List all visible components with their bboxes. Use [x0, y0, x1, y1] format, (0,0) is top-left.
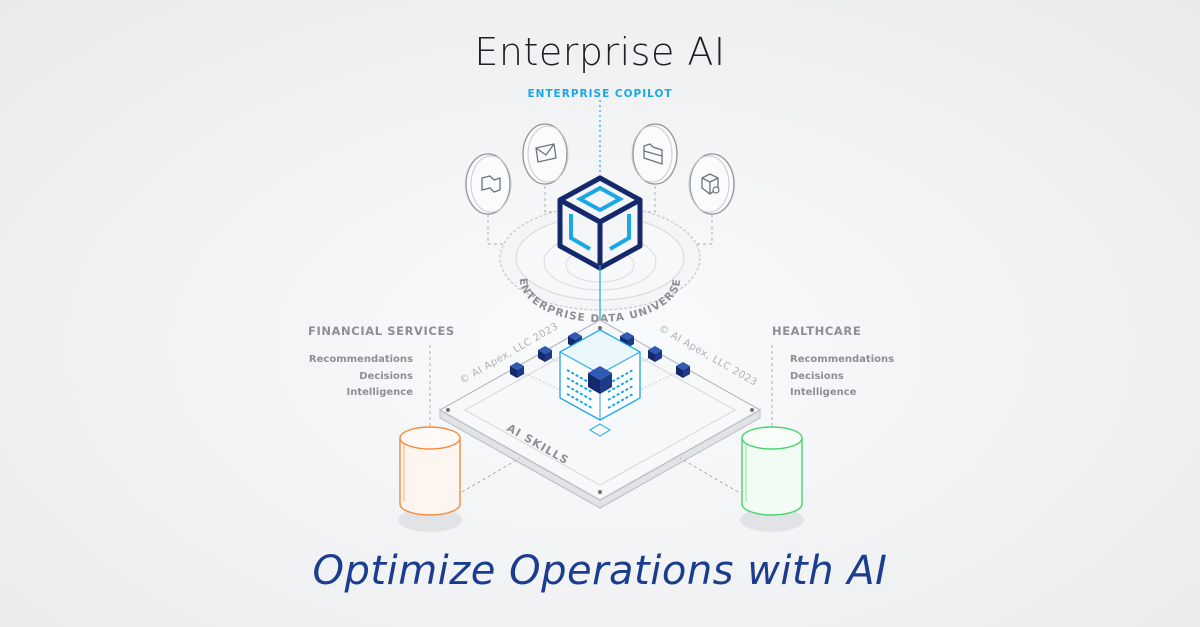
envelope-icon: [522, 123, 569, 185]
healthcare-list: Recommendations Decisions Intelligence: [790, 352, 894, 402]
ai-core-chip: [558, 329, 642, 437]
list-item: Recommendations: [790, 354, 895, 365]
healthcare-title: HEALTHCARE: [772, 324, 862, 338]
list-item: Recommendations: [308, 354, 413, 365]
skill-cube-1: [538, 346, 552, 362]
skill-cube-4: [648, 346, 662, 362]
financial-services-list: Recommendations Decisions Intelligence: [300, 352, 413, 402]
skill-cube-6: [676, 362, 690, 378]
page-title: Enterprise AI: [474, 30, 726, 74]
folder-icon: [631, 123, 678, 185]
package-search-icon: [688, 153, 735, 215]
copilot-label: ENTERPRISE COPILOT: [527, 88, 673, 100]
list-item: Decisions: [359, 370, 413, 382]
enterprise-cube-logo: [557, 175, 643, 271]
healthcare-data-cylinder: [740, 426, 804, 532]
list-item: Intelligence: [790, 387, 857, 398]
financial-data-cylinder: [398, 426, 462, 532]
tagline: Optimize Operations with AI: [312, 548, 888, 594]
financial-services-title: FINANCIAL SERVICES: [308, 324, 455, 338]
skill-cube-5: [510, 362, 524, 378]
list-item: Intelligence: [346, 387, 413, 398]
route-map-icon: [465, 153, 512, 215]
sector-connector-lines: [429, 345, 773, 493]
list-item: Decisions: [790, 370, 844, 382]
